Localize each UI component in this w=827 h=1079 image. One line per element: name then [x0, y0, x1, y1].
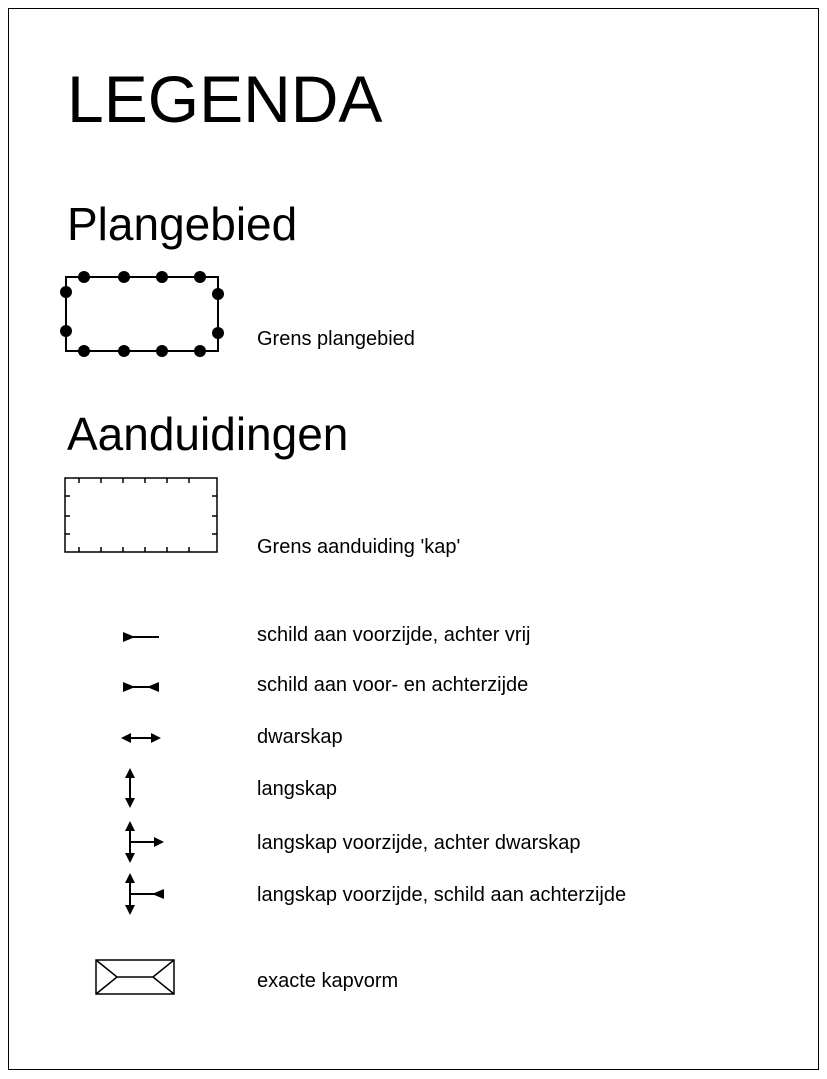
schild-voor-achter-icon: [121, 679, 161, 695]
langskap-icon: [122, 766, 138, 810]
label-langskap: langskap: [257, 778, 338, 800]
ticked-rectangle-icon: [59, 472, 221, 558]
label-schild-voorzijde: schild aan voorzijde, achter vrij: [257, 624, 531, 646]
schild-voorzijde-icon: [121, 629, 161, 645]
label-langskap-dwarskap: langskap voorzijde, achter dwarskap: [257, 832, 581, 854]
label-dwarskap: dwarskap: [257, 726, 343, 748]
langskap-dwarskap-icon: [122, 819, 166, 865]
label-grens-plangebied: Grens plangebied: [257, 328, 415, 350]
dwarskap-icon: [119, 730, 163, 746]
langskap-schild-icon: [122, 871, 166, 917]
section-heading-aanduidingen: Aanduidingen: [67, 408, 349, 460]
label-exacte-kapvorm: exacte kapvorm: [257, 970, 399, 992]
legend-frame: LEGENDA Plangebied Grens plangebied Aand…: [8, 8, 819, 1070]
label-schild-voor-achter: schild aan voor- en achterzijde: [257, 674, 529, 696]
dotted-rectangle-icon: [54, 267, 224, 357]
legend-title: LEGENDA: [67, 62, 383, 136]
label-grens-aanduiding-kap: Grens aanduiding 'kap': [257, 536, 461, 558]
exacte-kapvorm-icon: [95, 959, 177, 997]
label-langskap-schild: langskap voorzijde, schild aan achterzij…: [257, 884, 627, 906]
section-heading-plangebied: Plangebied: [67, 198, 298, 250]
